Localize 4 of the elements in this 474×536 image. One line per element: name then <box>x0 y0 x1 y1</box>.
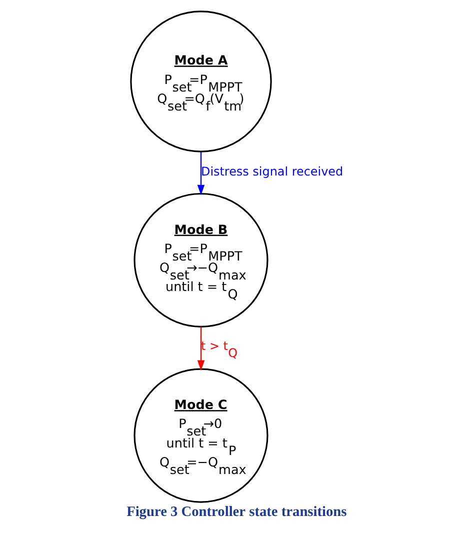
arrow <box>197 326 205 371</box>
edge-label: Distress signal received <box>200 164 344 178</box>
arrow <box>197 152 205 196</box>
caption: Figure 3 Controller state transitions <box>126 504 347 520</box>
